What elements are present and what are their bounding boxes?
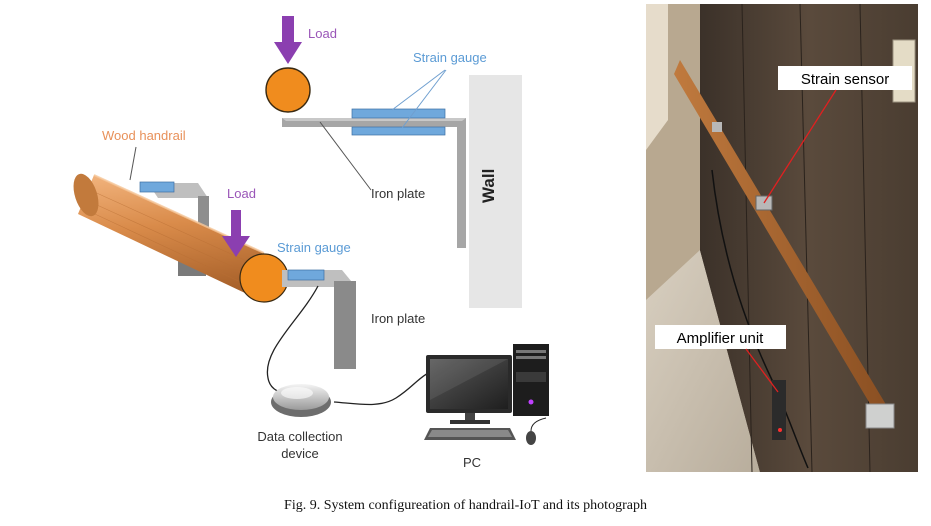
bottom-strain-gauge <box>287 269 325 281</box>
top-load-label: Load <box>308 26 337 41</box>
top-load-arrow <box>274 42 302 64</box>
bottom-load-label: Load <box>227 186 256 201</box>
wood-handrail-label: Wood handrail <box>102 128 186 143</box>
strain-sensor-pointer <box>763 89 837 204</box>
bottom-strain-gauge-label: Strain gauge <box>277 240 351 255</box>
top-iron-plate <box>282 118 466 248</box>
photograph: Strain sensor Amplifier unit <box>646 3 918 473</box>
wall-label: Wall <box>479 169 498 203</box>
data-collection-device <box>271 384 331 417</box>
figure-caption: Fig. 9. System configureation of handrai… <box>284 498 647 513</box>
wall <box>469 75 522 308</box>
top-iron-plate-label: Iron plate <box>371 186 425 201</box>
strain-sensor-label-box <box>778 66 912 90</box>
top-strain-gauge-upper <box>351 108 446 119</box>
pc <box>424 344 549 445</box>
top-strain-gauge-label: Strain gauge <box>413 50 487 65</box>
amplifier-unit-label: Amplifier unit <box>677 330 765 347</box>
top-diagram: Wall Strain gauge Load Iron plate <box>265 16 522 308</box>
bottom-strain-gauge-left <box>139 181 175 193</box>
bottom-handrail-end <box>239 253 289 303</box>
pc-label: PC <box>463 455 481 470</box>
top-strain-gauge-lower <box>351 126 446 136</box>
bottom-diagram: Wood handrail Strain gauge Load Iron pla… <box>73 128 549 470</box>
bottom-load-arrow <box>222 236 250 257</box>
device-label-line2: device <box>281 446 319 461</box>
strain-sensor-label: Strain sensor <box>801 71 889 88</box>
device-label-line1: Data collection <box>257 429 342 444</box>
amplifier-unit-pointer <box>745 348 779 393</box>
top-load-ball <box>265 67 311 113</box>
bottom-iron-plate-label: Iron plate <box>371 311 425 326</box>
photo-handrail <box>674 60 888 424</box>
amplifier-unit-label-box <box>655 325 786 349</box>
